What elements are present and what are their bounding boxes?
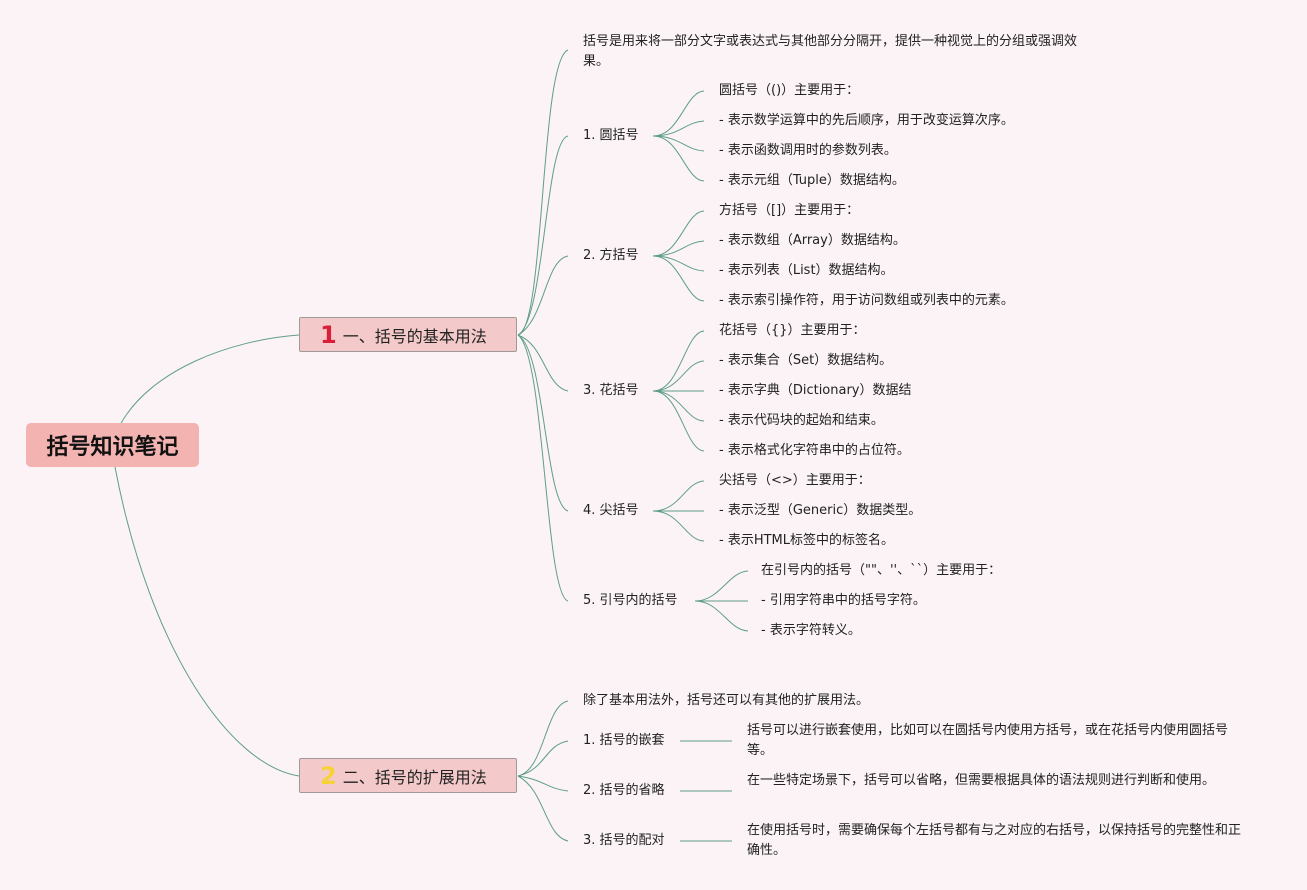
leaf-text[interactable]: 在一些特定场景下，括号可以省略，但需要根据具体的语法规则进行判断和使用。 (747, 773, 1216, 788)
link-b1-topic1 (517, 135, 569, 336)
leaf-text[interactable]: - 表示函数调用时的参数列表。 (719, 143, 897, 158)
leaf-text[interactable]: 括号可以进行嵌套使用，比如可以在圆括号内使用方括号，或在花括号内使用圆括号等。 (747, 723, 1229, 758)
b2-intro[interactable]: 除了基本用法外，括号还可以有其他的扩展用法。 (583, 693, 870, 708)
link-root-branch-1 (119, 334, 300, 426)
leaf-text[interactable]: 圆括号（()）主要用于： (719, 83, 860, 98)
leaf-text[interactable]: 花括号（{}）主要用于： (719, 323, 866, 338)
branch-node-1[interactable]: 1 一、括号的基本用法 (299, 317, 517, 352)
topic-round-brackets[interactable]: 1. 圆括号 (583, 128, 639, 143)
topic-pairing[interactable]: 3. 括号的配对 (583, 833, 665, 848)
topic-angle-brackets[interactable]: 4. 尖括号 (583, 503, 639, 518)
topic-omission[interactable]: 2. 括号的省略 (583, 783, 665, 798)
leaf-text[interactable]: - 引用字符串中的括号字符。 (761, 593, 926, 608)
link-b2-intro (517, 700, 569, 777)
leaf-text[interactable]: - 表示泛型（Generic）数据类型。 (719, 503, 922, 518)
topic-curly-brackets[interactable]: 3. 花括号 (583, 383, 639, 398)
leaf-text[interactable]: - 表示集合（Set）数据结构。 (719, 353, 893, 368)
link-root-branch-2 (114, 466, 300, 777)
link-b2-topic2 (517, 775, 569, 792)
b1-intro[interactable]: 括号是用来将一部分文字或表达式与其他部分分隔开，提供一种视觉上的分组或强调效果。 (583, 34, 1078, 69)
leaf-text[interactable]: - 表示索引操作符，用于访问数组或列表中的元素。 (719, 293, 1014, 308)
topic-brackets-in-quotes[interactable]: 5. 引号内的括号 (583, 593, 678, 608)
link-b1-topic5 (517, 334, 569, 602)
leaf-text[interactable]: - 表示字典（Dictionary）数据结 (719, 383, 912, 398)
leaf-text[interactable]: - 表示代码块的起始和结束。 (719, 413, 884, 428)
leaf-text[interactable]: - 表示列表（List）数据结构。 (719, 263, 894, 278)
leaf-text[interactable]: 尖括号（<>）主要用于： (719, 473, 871, 488)
link-b2-topic1 (517, 740, 569, 777)
branch-label: 二、括号的扩展用法 (342, 767, 487, 787)
leaf-text[interactable]: - 表示数学运算中的先后顺序，用于改变运算次序。 (719, 113, 1014, 128)
link-b2-topic3 (517, 775, 569, 842)
leaf-text[interactable]: - 表示元组（Tuple）数据结构。 (719, 173, 905, 188)
leaf-text[interactable]: 在使用括号时，需要确保每个左括号都有与之对应的右括号，以保持括号的完整性和正确性… (747, 823, 1242, 858)
link-b1-topic2 (517, 255, 569, 336)
leaf-text[interactable]: 方括号（[]）主要用于： (719, 203, 860, 218)
root-node[interactable]: 括号知识笔记 (26, 423, 199, 467)
link-b1-topic3 (517, 334, 569, 392)
branch-label: 一、括号的基本用法 (342, 326, 487, 346)
link-b1-intro (517, 49, 569, 336)
link-b1-topic4 (517, 334, 569, 512)
leaf-text[interactable]: - 表示数组（Array）数据结构。 (719, 233, 906, 248)
branch-number-badge: 1 (320, 320, 337, 349)
topic-nesting[interactable]: 1. 括号的嵌套 (583, 733, 665, 748)
branch-node-2[interactable]: 2 二、括号的扩展用法 (299, 758, 517, 793)
branch-number-badge: 2 (320, 761, 337, 790)
leaf-text[interactable]: 在引号内的括号（""、''、``）主要用于： (761, 563, 1002, 578)
leaf-text[interactable]: - 表示格式化字符串中的占位符。 (719, 443, 910, 458)
leaf-text[interactable]: - 表示字符转义。 (761, 623, 861, 638)
leaf-text[interactable]: - 表示HTML标签中的标签名。 (719, 533, 894, 548)
topic-square-brackets[interactable]: 2. 方括号 (583, 248, 639, 263)
